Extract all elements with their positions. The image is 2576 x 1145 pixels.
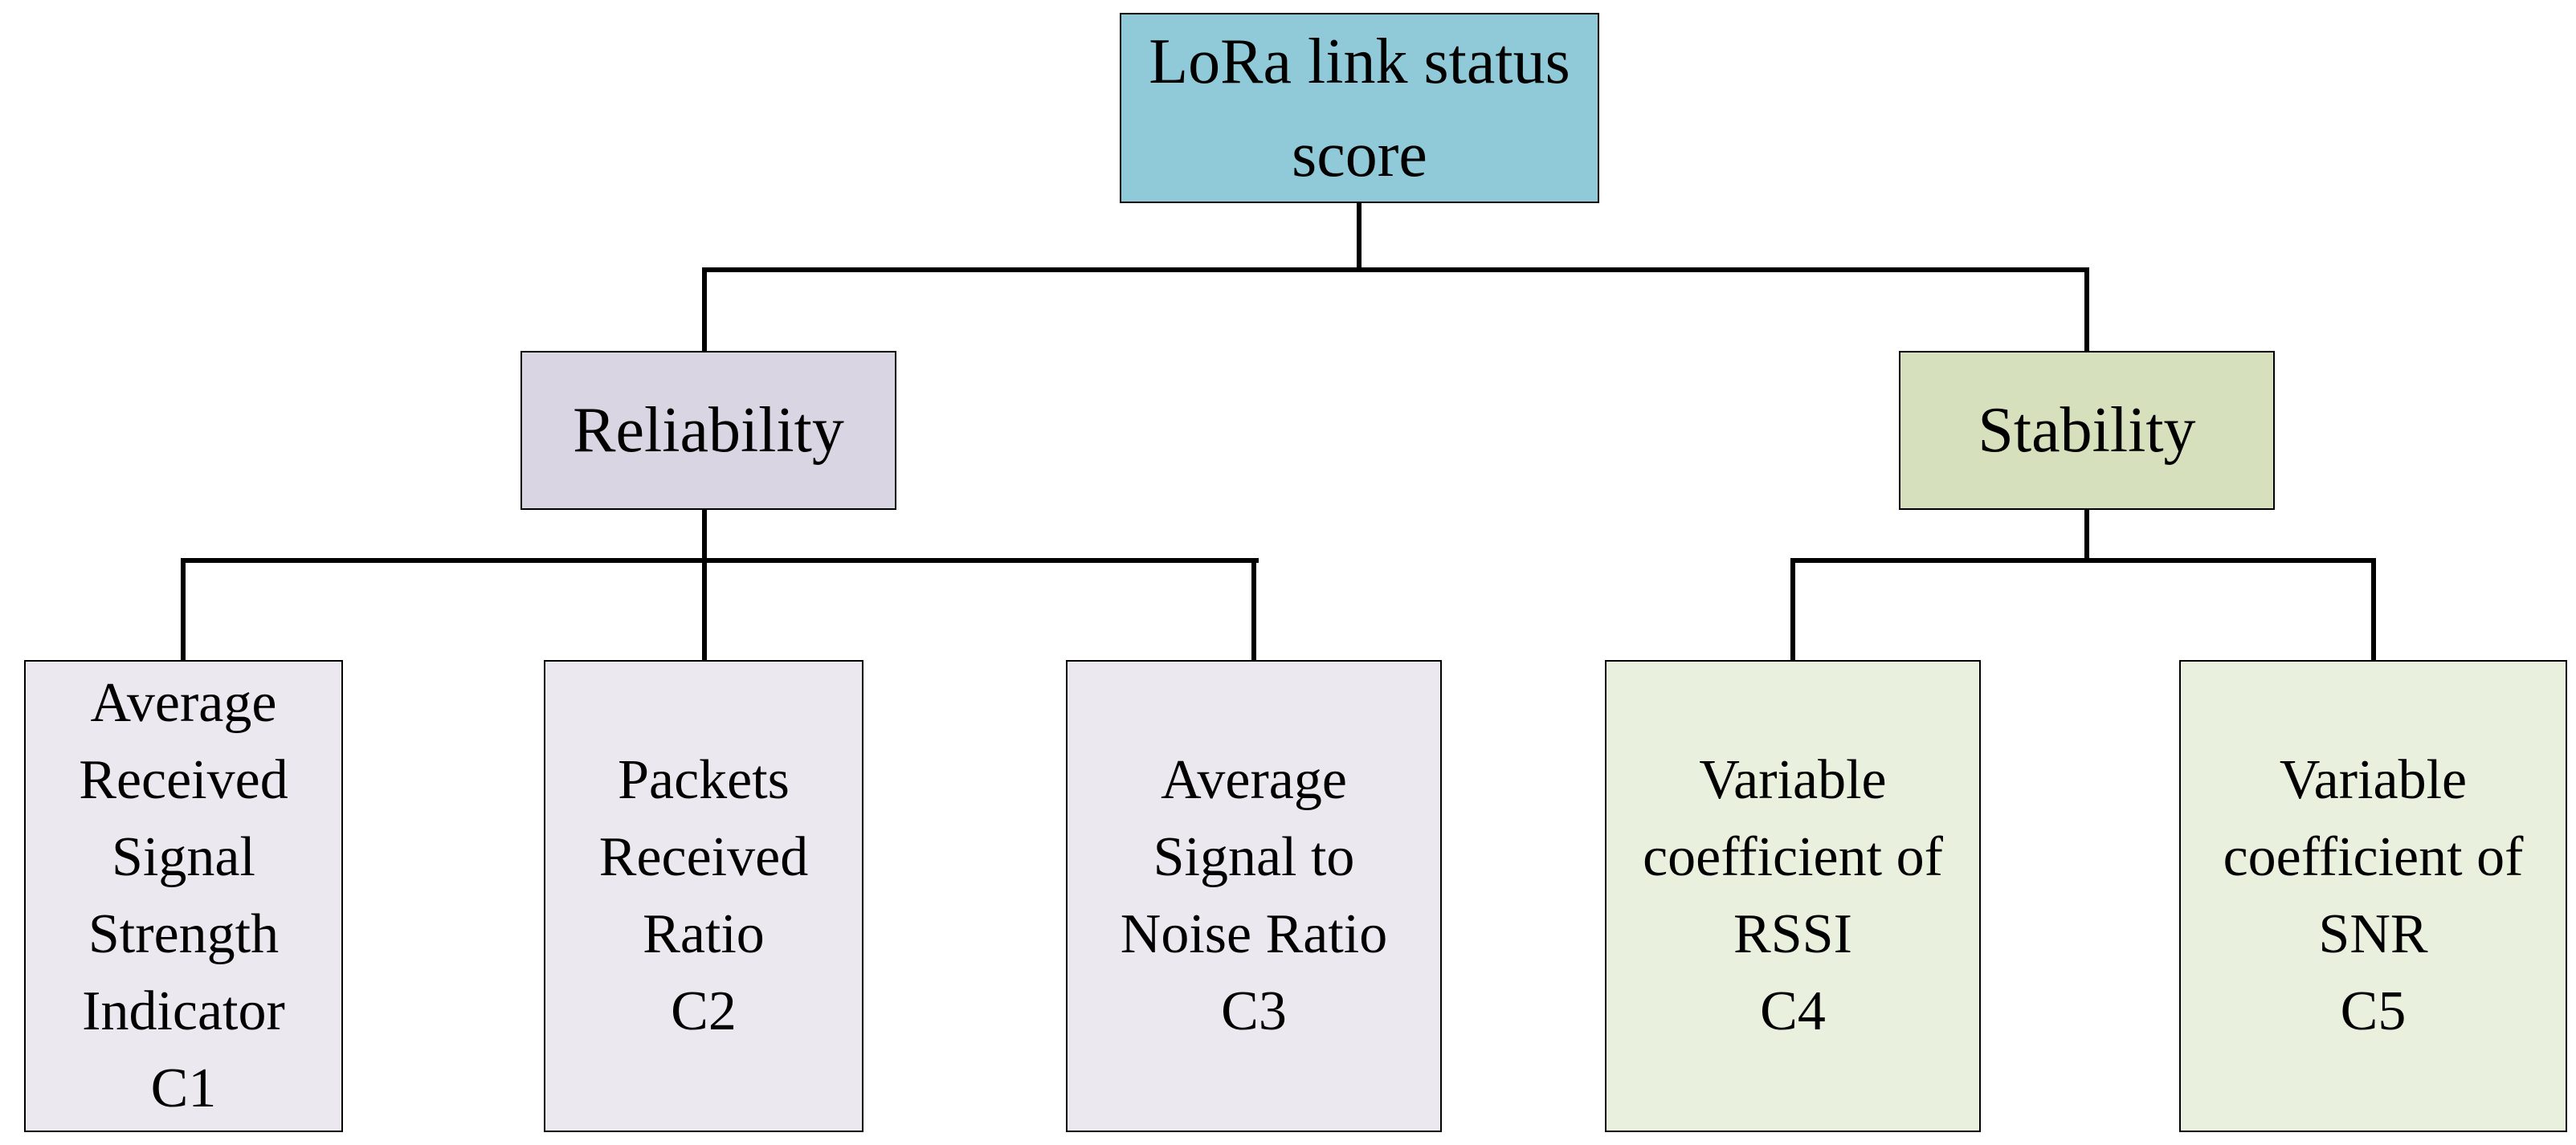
node-c3-average-signal-to-noise-ratio: Average Signal to Noise Ratio C3 <box>1066 660 1442 1132</box>
connector-reliability-horizontal <box>181 558 1259 563</box>
node-c4-variable-coefficient-of-rssi: Variable coefficient of RSSI C4 <box>1605 660 1981 1132</box>
node-c1-average-received-signal-strength-indicator: Average Received Signal Strength Indicat… <box>24 660 343 1132</box>
connector-c5-drop <box>2371 558 2376 660</box>
connector-root-stem <box>1357 203 1361 272</box>
node-c5-variable-coefficient-of-snr: Variable coefficient of SNR C5 <box>2179 660 2567 1132</box>
connector-stability-drop <box>2084 267 2089 351</box>
connector-stability-stem <box>2084 510 2089 563</box>
node-c2-packets-received-ratio: Packets Received Ratio C2 <box>544 660 863 1132</box>
connector-reliability-drop <box>702 267 707 351</box>
connector-stability-horizontal <box>1790 558 2376 563</box>
connector-reliability-stem <box>702 510 707 563</box>
connector-c2-drop <box>702 558 707 660</box>
connector-c1-drop <box>181 558 186 660</box>
connector-level1-horizontal <box>702 267 2089 272</box>
node-lora-link-status-score: LoRa link status score <box>1120 13 1599 203</box>
connector-c3-drop <box>1251 558 1256 660</box>
node-reliability: Reliability <box>521 351 896 510</box>
connector-c4-drop <box>1790 558 1795 660</box>
node-stability: Stability <box>1899 351 2275 510</box>
